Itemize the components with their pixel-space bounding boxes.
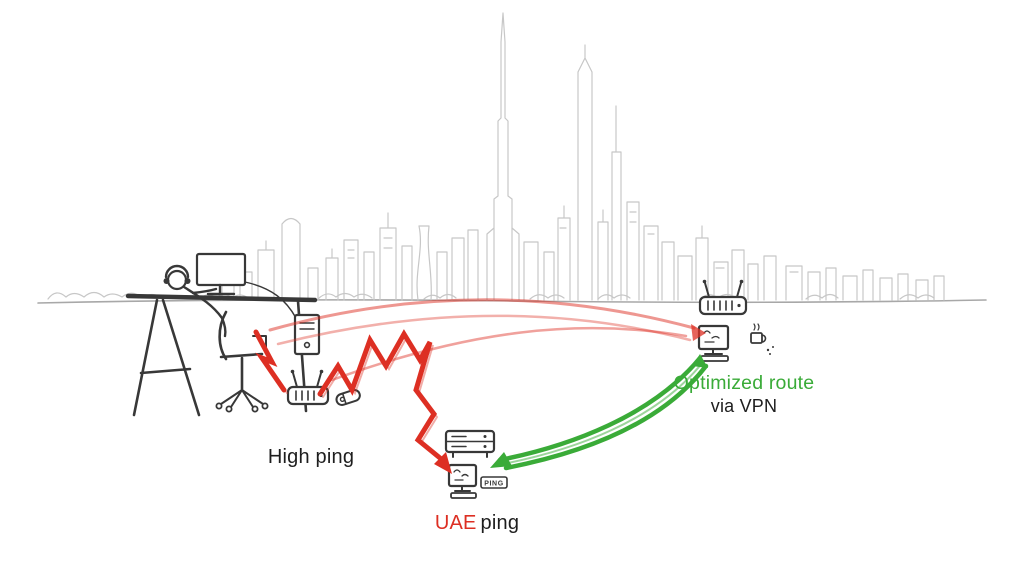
green-route-line-2	[503, 363, 709, 471]
red-stream-3	[330, 326, 688, 382]
high-ping-label: High ping	[267, 446, 355, 468]
vpn-computer-keyboard	[700, 355, 729, 362]
zigzag-desk-to-router	[253, 329, 287, 393]
skyline-sketch	[37, 12, 987, 304]
doodle-dot	[772, 346, 774, 348]
router-a-icon	[286, 369, 330, 406]
red-stream-1	[268, 298, 696, 332]
desk-top	[125, 293, 318, 303]
green-arrowhead-server-end	[490, 452, 512, 468]
router-b-body	[698, 295, 748, 316]
ping-computer-keyboard	[450, 492, 477, 499]
router-b-antenna-tip	[739, 279, 744, 284]
skyline-buildings-right	[523, 44, 777, 301]
router-b-slots	[707, 300, 733, 311]
router-a-slots	[295, 390, 315, 401]
doodle-dot	[766, 348, 770, 352]
high-ping-route	[253, 298, 706, 474]
pc-tower-power-button	[303, 341, 311, 349]
ping-badge	[480, 476, 508, 489]
router-a-antennas	[292, 372, 322, 388]
headphone-earcup-left	[163, 278, 170, 284]
high-ping-arrowhead	[434, 452, 452, 474]
server-led	[483, 445, 487, 448]
server-vents	[451, 435, 467, 448]
monitor-icon	[195, 252, 247, 287]
chair-seat	[219, 352, 264, 359]
ping-computer-stand	[454, 485, 471, 492]
capsule-body	[335, 388, 361, 406]
ping-computer-icon: PING	[447, 463, 508, 499]
capsule-device-icon	[335, 388, 361, 406]
chair-base	[220, 389, 264, 408]
green-route-line-1	[497, 355, 703, 463]
router-b-led	[737, 303, 741, 308]
router-b-antenna-tip	[702, 279, 707, 284]
pc-tower-icon	[293, 313, 321, 356]
router-a-antenna-tip	[319, 369, 324, 374]
desk-legs	[132, 298, 308, 417]
burj-khalifa-sketch	[486, 12, 520, 301]
ping-badge-text: PING	[484, 481, 504, 488]
skyline-buildings-far-right	[785, 265, 945, 301]
optimized-route-label: Optimized route	[673, 372, 815, 394]
doodle-dot	[769, 353, 771, 355]
ping-computer-screen-scribbles	[453, 469, 469, 481]
headphones-icon	[164, 264, 190, 279]
chair-wheel	[261, 402, 269, 410]
uae-ping-word: ping	[480, 512, 520, 534]
desk-scene	[125, 252, 321, 417]
monitor-cable	[244, 281, 297, 319]
via-vpn-label: via VPN	[710, 396, 778, 416]
chair-wheel	[251, 405, 259, 413]
uae-ping-country: UAE	[434, 512, 477, 534]
router-b-icon	[698, 279, 748, 316]
skyline-window-details	[347, 211, 799, 273]
zigzag-router-to-server	[317, 329, 443, 461]
vpn-computer-icon	[697, 324, 730, 362]
server-feet	[452, 451, 488, 458]
game-server-icon	[444, 429, 496, 458]
vpn-computer-stand	[704, 348, 723, 355]
server-led	[483, 435, 487, 438]
cup-handle	[761, 334, 767, 343]
green-route-sketch-shadow	[502, 361, 704, 465]
cup-steam	[753, 323, 760, 331]
chair-wheel	[215, 402, 223, 410]
headphone-earcup-right	[184, 278, 191, 284]
monitor-stand	[206, 283, 236, 296]
red-stream-arrowhead	[691, 324, 706, 341]
optimized-route-arrows	[490, 354, 709, 471]
router-a-antenna-tip	[290, 369, 295, 374]
person-arm	[191, 287, 218, 295]
router-b-antennas	[704, 282, 742, 298]
chair-wheel	[225, 405, 233, 413]
coffee-cup-icon	[750, 323, 774, 355]
cup-body	[750, 332, 763, 344]
red-stream-2	[276, 314, 692, 346]
capsule-window	[339, 396, 346, 403]
green-arrowhead-vpn-end	[692, 354, 708, 368]
